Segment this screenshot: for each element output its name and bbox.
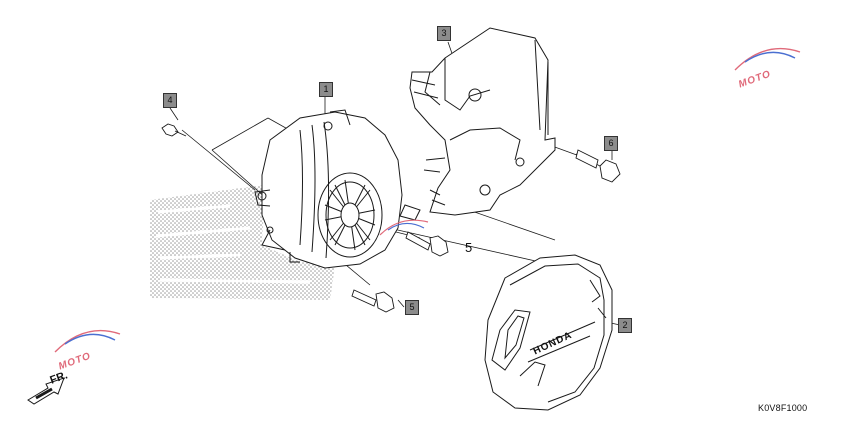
callout-6: 6	[604, 136, 618, 151]
bolt-4[interactable]	[161, 123, 187, 137]
callout-3: 3	[437, 26, 451, 41]
bolt-5-lower[interactable]	[351, 289, 395, 313]
engine-ghost-silhouette	[150, 185, 335, 300]
upper-shroud-cover[interactable]	[399, 27, 556, 221]
watermark-logo-bottom-left	[54, 329, 121, 353]
front-direction-arrow	[27, 377, 65, 405]
callout-4: 4	[163, 93, 177, 108]
outer-cover-with-emblem[interactable]	[484, 254, 613, 411]
left-crankcase-cover[interactable]	[254, 109, 403, 269]
callout-1: 1	[319, 82, 333, 97]
callout-5: 5	[405, 300, 419, 315]
part-ref-5-plain: 5	[465, 240, 473, 255]
diagram-code: K0V8F1000	[758, 403, 808, 413]
callout-2: 2	[618, 318, 632, 333]
watermark-logo-center	[379, 219, 429, 236]
bolt-5-upper[interactable]	[405, 231, 449, 257]
watermark-logo-top-right	[734, 47, 801, 71]
bolt-6[interactable]	[575, 149, 621, 183]
